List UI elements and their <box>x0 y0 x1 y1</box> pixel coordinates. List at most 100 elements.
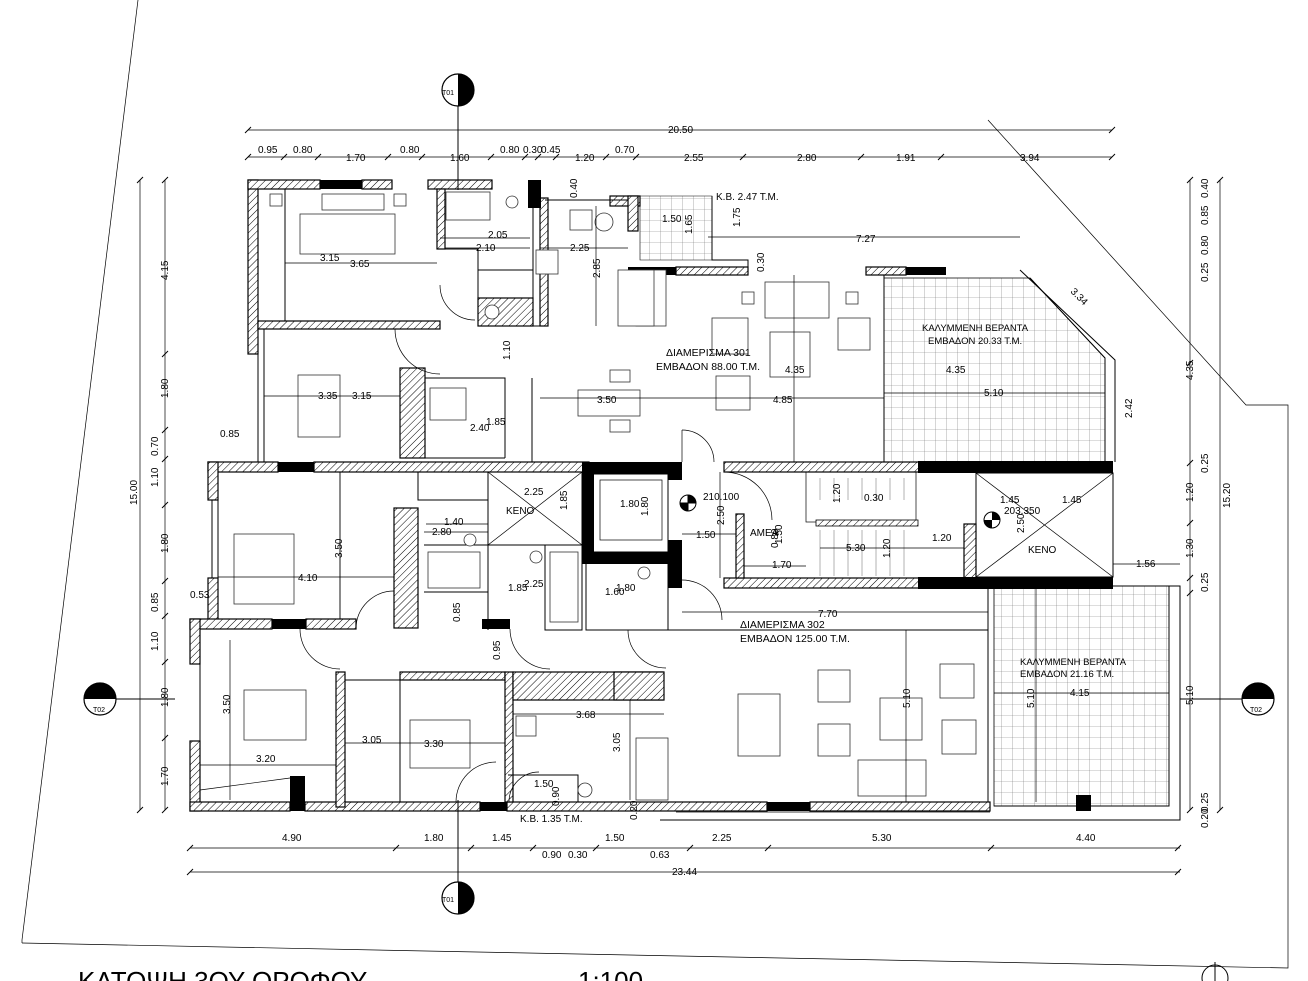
drawing-title: ΚΑΤΟΨΗ 3ΟΥ ΟΡΟΦΟΥ 1:100 <box>78 966 643 981</box>
dim-left-total: 15.00 <box>129 480 140 505</box>
dim-left-3: 1.10 <box>150 467 161 487</box>
dim-right-top-1: 0.85 <box>1200 205 1211 225</box>
dim-int: 3.50 <box>597 395 617 406</box>
dim-int: 1.50 <box>534 779 554 790</box>
dim-left-5: 0.85 <box>150 592 161 612</box>
dim-int: 2.25 <box>570 243 590 254</box>
section-marker-t01-bottom <box>441 800 475 915</box>
dim-bottom-2: 1.45 <box>492 833 512 844</box>
dim-top-5: 0.80 <box>500 145 520 156</box>
dim-int: 1.20 <box>932 533 952 544</box>
dim-int: 3.05 <box>362 735 382 746</box>
dim-bottom-4: 2.25 <box>712 833 732 844</box>
dim-int: 4.35 <box>946 365 966 376</box>
dim-int: 4.15 <box>1070 688 1090 699</box>
dim-int: 2.85 <box>592 258 603 278</box>
dim-bottom-0: 4.90 <box>282 833 302 844</box>
section-marker-t01-top <box>441 73 475 190</box>
dim-int: 3.30 <box>424 739 444 750</box>
dim-int: 2.40 <box>470 423 490 434</box>
dim-int: 3.05 <box>612 732 623 752</box>
dim-int: 3.65 <box>350 259 370 270</box>
dim-int: 7.27 <box>856 234 876 245</box>
dim-int: 3.34 <box>1068 286 1090 308</box>
section-t01-bottom-label: T01 <box>442 897 454 904</box>
door-swings <box>299 284 773 803</box>
dim-top-6: 0.30 <box>523 145 543 156</box>
bottom-dimensions: 4.90 1.80 1.45 1.50 2.25 5.30 4.40 0.90 … <box>282 833 1096 878</box>
dimension-lines <box>136 126 1224 876</box>
dim-int: 3.50 <box>222 694 233 714</box>
dim-int: 1.85 <box>559 490 570 510</box>
dim-bottom-6: 4.40 <box>1076 833 1096 844</box>
interior-dimension-lines <box>200 206 1180 802</box>
dim-top-8: 1.20 <box>575 153 595 164</box>
dim-bottom-total: 23.44 <box>672 867 697 878</box>
dim-right-2: 1.20 <box>1185 482 1196 502</box>
dim-int: 1.70 <box>772 560 792 571</box>
dim-int: 1.80 <box>616 583 636 594</box>
dim-int: 3.68 <box>576 710 596 721</box>
dim-top-9: 0.70 <box>615 145 635 156</box>
dim-right-3: 1.30 <box>1185 538 1196 558</box>
dim-top-2: 1.70 <box>346 153 366 164</box>
dim-int: 5.10 <box>902 688 913 708</box>
dim-right-5: 5.10 <box>1185 685 1196 705</box>
dim-top-0: 0.95 <box>258 145 278 156</box>
dim-int: 1.60 <box>605 587 625 598</box>
disabled-wc-label: ΑΜΕΑ <box>750 528 779 539</box>
dim-bottom-sub-0: 0.90 <box>542 850 562 861</box>
dim-bottom-1: 1.80 <box>424 833 444 844</box>
dim-top-10: 2.55 <box>684 153 704 164</box>
dim-int: 2.05 <box>488 230 508 241</box>
void-label-1: ΚΕΝΟ <box>506 506 535 517</box>
veranda-tiles <box>639 195 1170 807</box>
dim-right-4: 0.25 <box>1200 572 1211 592</box>
dim-int: 0.85 <box>452 602 463 622</box>
furniture <box>233 191 977 801</box>
dim-int: 3.15 <box>320 253 340 264</box>
structural-elements <box>272 180 1113 811</box>
north-arrow-icon <box>1201 962 1229 981</box>
dim-left-2: 0.70 <box>150 436 161 456</box>
top-dimensions: 20.50 0.95 0.80 1.70 0.80 1.60 0.80 0.30… <box>258 125 1040 164</box>
dim-bottom-sub-2: 0.63 <box>650 850 670 861</box>
staircase <box>805 471 919 576</box>
dim-left-4: 1.80 <box>160 533 171 553</box>
dim-int: 1.85 <box>486 417 506 428</box>
section-marker-t02-right <box>1180 682 1275 716</box>
dim-int: 3.35 <box>318 391 338 402</box>
kb-bottom-label: Κ.Β. 1.35 Τ.Μ. <box>520 814 583 825</box>
dim-top-11: 2.80 <box>797 153 817 164</box>
dim-int: 7.70 <box>818 609 838 620</box>
dim-int: 0.20 <box>629 800 640 820</box>
dim-int: 5.10 <box>984 388 1004 399</box>
kb-top-label: Κ.Β. 2.47 Τ.Μ. <box>716 192 779 203</box>
level-210-label: 210.100 <box>703 492 740 503</box>
dim-right-top-2: 0.80 <box>1200 235 1211 255</box>
dim-int: 1.65 <box>684 214 695 234</box>
dim-int: 1.40 <box>444 517 464 528</box>
dim-int: 1.75 <box>732 207 743 227</box>
drawing-title-text: ΚΑΤΟΨΗ 3ΟΥ ΟΡΟΦΟΥ <box>78 966 367 981</box>
dim-top-3: 0.80 <box>400 145 420 156</box>
section-t02-right-label: T02 <box>1250 707 1262 714</box>
dim-top-13: 3.94 <box>1020 153 1040 164</box>
section-t01-top-label: T01 <box>442 90 454 97</box>
dim-right-top-3: 0.25 <box>1200 262 1211 282</box>
dim-int: 1.80 <box>640 496 651 516</box>
dim-int: 4.85 <box>773 395 793 406</box>
left-dimensions: 15.00 4.15 1.80 0.70 1.10 1.80 0.85 1.10… <box>129 260 240 786</box>
dim-int: 1.45 <box>1062 495 1082 506</box>
dim-left-small-1: 0.53 <box>190 590 210 601</box>
dim-int: 2.80 <box>432 527 452 538</box>
dim-right-0: 4.35 <box>1185 360 1196 380</box>
dim-int: 1.20 <box>832 483 843 503</box>
dim-int: 1.80 <box>620 499 640 510</box>
dim-int: 1.50 <box>696 530 716 541</box>
dim-bottom-sub-1: 0.30 <box>568 850 588 861</box>
dim-int: 1.45 <box>1000 495 1020 506</box>
dim-left-8: 1.70 <box>160 766 171 786</box>
dim-int: 0.40 <box>569 178 580 198</box>
